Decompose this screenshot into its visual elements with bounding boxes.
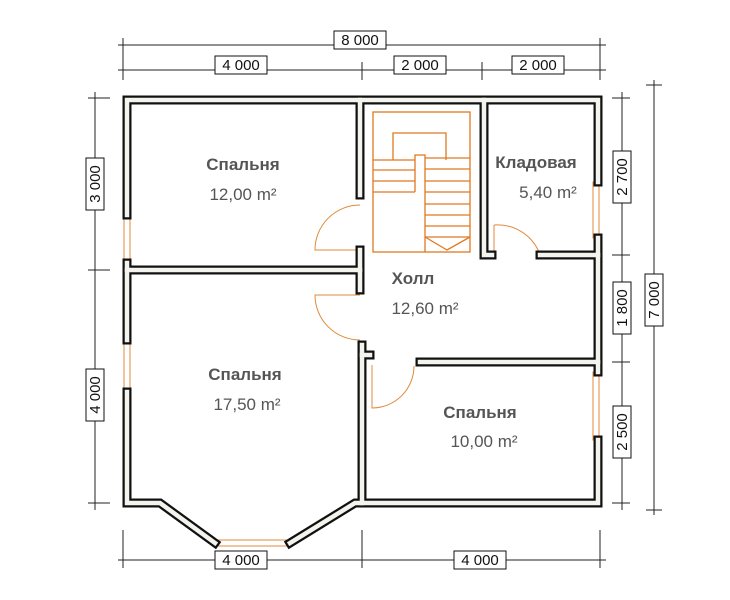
wall-fill <box>124 389 219 547</box>
wall-fill <box>124 97 601 218</box>
dimension-labels: 8 000 4 000 2 000 2 000 3 000 4 000 2 70… <box>85 30 664 570</box>
dim-right-total: 7 000 <box>646 281 663 319</box>
dim-top-2: 2 000 <box>401 57 439 74</box>
room-area-hall: 12,60 m² <box>391 299 458 318</box>
room-name-bedroom-1: Спальня <box>206 155 279 174</box>
staircase <box>372 111 471 253</box>
doors <box>314 204 540 409</box>
walls <box>122 95 603 550</box>
dim-bottom-2: 4 000 <box>461 552 499 569</box>
dimension-lines <box>88 38 662 568</box>
room-name-bedroom-2: Спальня <box>208 365 281 384</box>
dim-left-1: 3 000 <box>87 165 104 203</box>
dim-bottom-1: 4 000 <box>222 552 260 569</box>
dim-left-2: 4 000 <box>87 376 104 414</box>
wall-fill <box>286 437 601 547</box>
room-name-storage: Кладовая <box>495 153 576 172</box>
dim-right-2: 1 800 <box>614 289 631 327</box>
room-name-hall: Холл <box>392 269 435 288</box>
dim-right-1: 2 700 <box>614 158 631 196</box>
wall-fill <box>481 97 495 258</box>
room-area-bedroom-3: 10,00 m² <box>450 432 517 451</box>
wall-segment <box>122 387 222 550</box>
dim-right-3: 2 500 <box>614 413 631 451</box>
room-labels: Спальня 12,00 m² Кладовая 5,40 m² Холл 1… <box>206 153 577 451</box>
dim-top-1: 4 000 <box>222 57 260 74</box>
dim-top-3: 2 000 <box>519 57 557 74</box>
room-area-bedroom-2: 17,50 m² <box>213 395 280 414</box>
room-area-storage: 5,40 m² <box>519 183 577 202</box>
dim-top-total: 8 000 <box>341 32 379 49</box>
room-area-bedroom-1: 12,00 m² <box>209 185 276 204</box>
wall-segment <box>283 435 603 550</box>
room-name-bedroom-3: Спальня <box>443 403 516 422</box>
